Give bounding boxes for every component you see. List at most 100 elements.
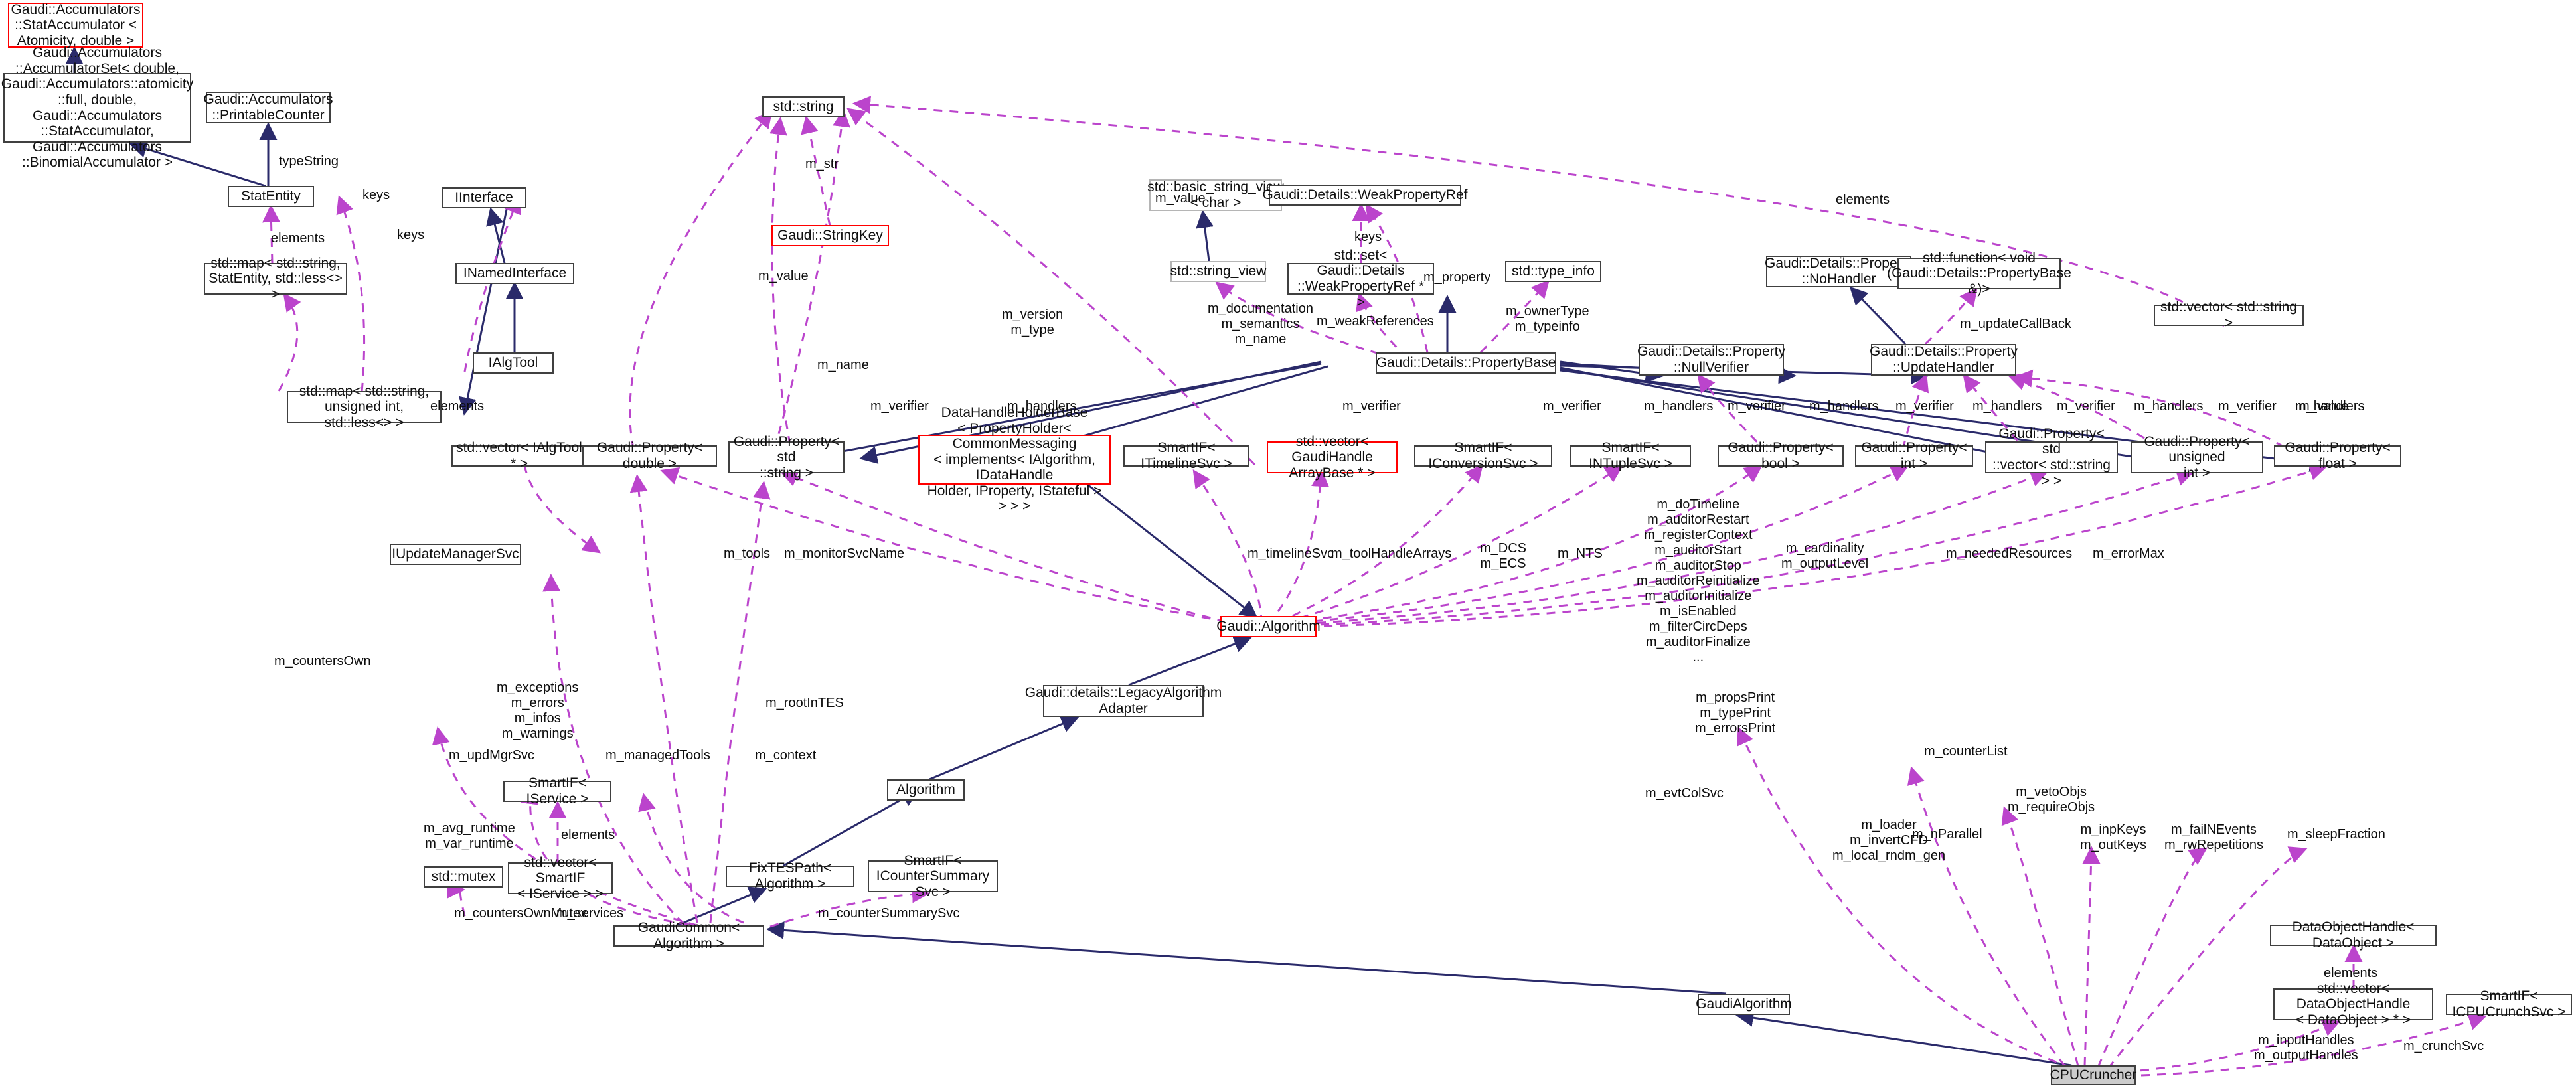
class-node-stringkey[interactable]: Gaudi::StringKey: [771, 225, 889, 246]
edge-label-l_elements1: elements: [271, 231, 325, 246]
edge-label-l_merrormax: m_errorMax: [2093, 546, 2164, 561]
edge-label-l_mverif6: m_verifier: [2057, 399, 2115, 414]
edge-label-l_elements4: elements: [2324, 966, 2378, 980]
edge-label-l_mneeded: m_neededResources: [1946, 546, 2073, 561]
edge-label-l_mverif5: m_verifier: [1895, 399, 1954, 414]
class-node-vecsmartifiservice[interactable]: std::vector< SmartIF < IService > >: [508, 855, 613, 901]
edge-label-l_mownertype: m_ownerType m_typeinfo: [1506, 304, 1589, 334]
class-node-stdfunc[interactable]: std::function< void (Gaudi::Details::Pro…: [1887, 250, 2071, 297]
class-node-stdmutex[interactable]: std::mutex: [424, 866, 503, 888]
edge-label-l_mcountersownmutex: m_countersOwnMutex: [454, 906, 588, 921]
class-node-algorithm[interactable]: Algorithm: [887, 779, 965, 801]
class-node-smartifcrunch[interactable]: SmartIF< ICPUCrunchSvc >: [2446, 988, 2572, 1020]
edge-label-l_mproperty: m_property: [1423, 270, 1491, 285]
edge-label-l_mcountersown: m_countersOwn: [274, 654, 371, 668]
class-node-cpucruncher[interactable]: CPUCruncher: [2050, 1065, 2136, 1085]
edge-label-l_mservices: m_services: [556, 906, 624, 921]
class-node-smartifcounter[interactable]: SmartIF< ICounterSummary Svc >: [868, 853, 998, 899]
edge-label-l_keys3: keys: [1354, 230, 1382, 244]
edge-label-l_mevtcolsvc: m_evtColSvc: [1645, 786, 1724, 801]
class-node-propfloat[interactable]: Gaudi::Property< float >: [2274, 440, 2401, 471]
class-node-basicsv[interactable]: std::basic_string_view < char >: [1147, 179, 1284, 211]
class-node-gaudialgo[interactable]: Gaudi::Algorithm: [1216, 616, 1321, 637]
edge-label-l_mverif3: m_verifier: [1543, 399, 1601, 414]
class-node-printcnt[interactable]: Gaudi::Accumulators ::PrintableCounter: [203, 92, 333, 123]
class-node-vecgaudihandle[interactable]: std::vector< GaudiHandle ArrayBase * >: [1267, 434, 1398, 481]
edge-label-l_mhandlers1: m_handlers: [1007, 399, 1077, 414]
class-node-propdouble[interactable]: Gaudi::Property< double >: [582, 440, 717, 471]
class-node-gaudicommon[interactable]: GaudiCommon< Algorithm >: [613, 920, 764, 951]
edge-label-l_mmanagedtools: m_managedTools: [605, 748, 710, 763]
edge-label-l_mrootintes: m_rootInTES: [765, 696, 844, 710]
edge-label-l_mtools: m_tools: [724, 546, 771, 561]
edge-label-l_mhandlers4: m_handlers: [1972, 399, 2042, 414]
class-node-smartifntuple[interactable]: SmartIF< INTupleSvc >: [1570, 440, 1691, 471]
class-node-nohandler[interactable]: Gaudi::Details::Property ::NoHandler: [1765, 256, 1913, 287]
class-node-typeinfo[interactable]: std::type_info: [1505, 261, 1601, 282]
edge-label-l_mhandlers5: m_handlers: [2134, 399, 2204, 414]
edge-label-l_mloader: m_loader m_invertCFD m_local_rndm_gen: [1832, 818, 1946, 863]
class-node-stringview[interactable]: std::string_view: [1170, 261, 1266, 282]
edge-label-l_mpropsprint: m_propsPrint m_typePrint m_errorsPrint: [1695, 690, 1776, 736]
edge-label-l_mversion: m_version m_type: [1002, 307, 1064, 337]
class-node-vecdohandle[interactable]: std::vector< DataObjectHandle < DataObje…: [2273, 981, 2433, 1028]
edge-label-l_mupdatecb: m_updateCallBack: [1960, 317, 2071, 331]
class-node-stdstring[interactable]: std::string: [762, 96, 845, 117]
edge-label-l_mcrunchsvc: m_crunchSvc: [2403, 1039, 2484, 1053]
edge-label-l_mstr: m_str: [805, 157, 839, 171]
class-node-mapuint[interactable]: std::map< std::string, unsigned int, std…: [287, 384, 442, 430]
edge-label-l_mverif4: m_verifier: [1728, 399, 1786, 414]
edge-label-l_mavgruntime: m_avg_runtime m_var_runtime: [424, 821, 515, 851]
class-node-propuint[interactable]: Gaudi::Property< unsigned int >: [2131, 434, 2263, 481]
class-node-inamedif[interactable]: INamedInterface: [455, 263, 574, 284]
edge-label-l_mverif1: m_verifier: [870, 399, 929, 414]
class-node-setweakref[interactable]: std::set< Gaudi::Details ::WeakPropertyR…: [1287, 248, 1434, 310]
class-node-mapstat[interactable]: std::map< std::string, StatEntity, std::…: [204, 256, 347, 302]
edge-label-l_mcountersummary: m_counterSummarySvc: [818, 906, 960, 921]
edge-label-l_minputhandles: m_inputHandles m_outputHandles: [2254, 1033, 2358, 1063]
edge-label-l_mhandlers2: m_handlers: [1644, 399, 1714, 414]
class-node-vecialgtool[interactable]: std::vector< IAlgTool * >: [451, 440, 587, 471]
class-node-statacc[interactable]: Gaudi::Accumulators ::StatAccumulator < …: [8, 2, 143, 48]
class-node-smartifiservice[interactable]: SmartIF< IService >: [503, 775, 611, 807]
class-node-smartiftimeline[interactable]: SmartIF< ITimelineSvc >: [1123, 440, 1249, 471]
class-node-weakpropref[interactable]: Gaudi::Details::WeakPropertyRef: [1263, 185, 1467, 206]
edge-label-l_mmonitor: m_monitorSvcName: [784, 546, 905, 561]
edge-label-l_elements_top: elements: [1836, 193, 1890, 207]
class-node-accset[interactable]: Gaudi::Accumulators ::AccumulatorSet< do…: [1, 45, 194, 171]
class-node-smartifconv[interactable]: SmartIF< IConversionSvc >: [1414, 440, 1552, 471]
edge-label-l_mvalue_top: m_value: [1155, 191, 1206, 206]
class-node-propbool[interactable]: Gaudi::Property< bool >: [1718, 440, 1844, 471]
class-node-iinterface[interactable]: IInterface: [442, 187, 526, 208]
edge-label-l_mtimeline: m_timelineSvc: [1248, 546, 1334, 561]
class-node-propbase[interactable]: Gaudi::Details::PropertyBase: [1376, 352, 1556, 374]
edge-label-l_elements2: elements: [430, 399, 485, 414]
edge-label-l_mverif2: m_verifier: [1342, 399, 1401, 414]
edge-label-l_mfailnevents: m_failNEvents m_rwRepetitions: [2164, 822, 2263, 852]
class-node-propvecstring[interactable]: Gaudi::Property< std ::vector< std::stri…: [1985, 426, 2118, 489]
edge-label-l_minpkeys: m_inpKeys m_outKeys: [2080, 822, 2147, 852]
edge-label-l_mcounterlist: m_counterList: [1924, 744, 2008, 759]
class-node-updhandler[interactable]: Gaudi::Details::Property ::UpdateHandler: [1870, 344, 2018, 376]
edge-label-l_bigprops: m_doTimeline m_auditorRestart m_register…: [1637, 497, 1760, 664]
class-node-legacyadapter[interactable]: Gaudi::details::LegacyAlgorithm Adapter: [1024, 685, 1222, 717]
edge-label-l_mverif7: m_verifier: [2218, 399, 2277, 414]
class-node-iupdmgr[interactable]: IUpdateManagerSvc: [390, 544, 521, 565]
edge-label-l_mname: m_name: [817, 358, 869, 372]
class-node-dhholderbase[interactable]: DataHandleHolderBase < PropertyHolder< C…: [918, 405, 1111, 514]
edge-label-l_mnparallel: m_nParallel: [1912, 827, 1982, 842]
class-node-statentity[interactable]: StatEntity: [228, 186, 314, 207]
class-node-propstdstring[interactable]: Gaudi::Property< std ::string >: [728, 434, 845, 481]
class-node-ialgtool[interactable]: IAlgTool: [473, 352, 554, 374]
edge-label-l_mupdmgr: m_updMgrSvc: [449, 748, 534, 763]
edge-label-l_typestring: typeString: [279, 154, 339, 169]
class-node-fixtespath[interactable]: FixTESPath< Algorithm >: [726, 860, 854, 892]
class-node-propint[interactable]: Gaudi::Property< int >: [1855, 440, 1973, 471]
class-node-dohandle[interactable]: DataObjectHandle< DataObject >: [2270, 919, 2437, 951]
edge-label-l_mhandlers6: m_handlers: [2295, 399, 2365, 414]
class-node-vecstring[interactable]: std::vector< std::string >: [2154, 299, 2304, 331]
class-node-gaudialgorithm[interactable]: GaudiAlgorithm: [1696, 994, 1792, 1015]
class-node-nullverif[interactable]: Gaudi::Details::Property ::NullVerifier: [1637, 344, 1785, 376]
edge-label-l_mnts: m_NTS: [1558, 546, 1603, 561]
